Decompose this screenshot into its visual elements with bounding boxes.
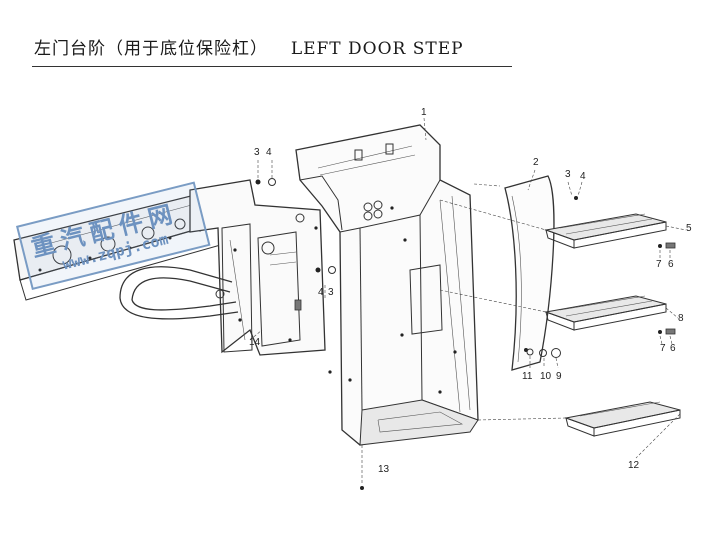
- step-tread-upper: [544, 213, 667, 249]
- callout-2: 2: [533, 157, 539, 168]
- callout-3-upper: 3: [254, 147, 260, 158]
- callout-13: 13: [378, 464, 390, 475]
- diagram-title: 左门台阶（用于底位保险杠） LEFT DOOR STEP: [34, 34, 464, 59]
- bolt-nut-set: [255, 178, 676, 490]
- callout-4-right: 4: [580, 171, 586, 182]
- step-tread-middle: [544, 295, 667, 331]
- grab-handle: [119, 266, 239, 320]
- callout-9: 9: [556, 371, 562, 382]
- title-underline: [32, 66, 512, 67]
- callout-4-upper: 4: [266, 147, 272, 158]
- callout-1: 1: [421, 107, 427, 118]
- side-cover-panel: [504, 175, 555, 371]
- callout-4-mid: 4: [318, 287, 324, 298]
- callout-5: 5: [686, 223, 692, 234]
- callout-8: 8: [678, 313, 684, 324]
- mounting-bracket: [189, 179, 326, 356]
- callout-6-upper: 6: [668, 259, 674, 270]
- title-chinese: 左门台阶（用于底位保险杠）: [34, 39, 268, 59]
- title-english: LEFT DOOR STEP: [290, 39, 464, 59]
- callout-7-upper: 7: [656, 259, 662, 270]
- callout-7-lower: 7: [660, 343, 666, 354]
- callout-6-lower: 6: [670, 343, 676, 354]
- step-housing: [295, 124, 479, 446]
- callout-11: 11: [522, 371, 533, 382]
- callout-3-mid: 3: [328, 287, 334, 298]
- callout-10: 10: [540, 371, 552, 382]
- assembly-lines: [249, 117, 687, 485]
- callout-3-right: 3: [565, 169, 571, 180]
- callout-14: 14: [249, 337, 261, 348]
- callout-12: 12: [628, 460, 640, 471]
- step-tread-lower: [564, 401, 681, 437]
